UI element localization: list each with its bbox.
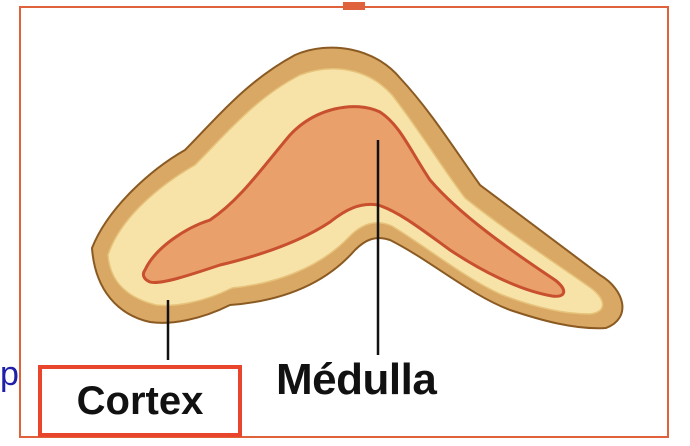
left-edge-text-fragment: p <box>0 355 19 394</box>
cortex-label-box: Cortex <box>38 365 242 437</box>
cortex-label: Cortex <box>77 379 204 424</box>
medulla-label: Médulla <box>276 355 436 405</box>
